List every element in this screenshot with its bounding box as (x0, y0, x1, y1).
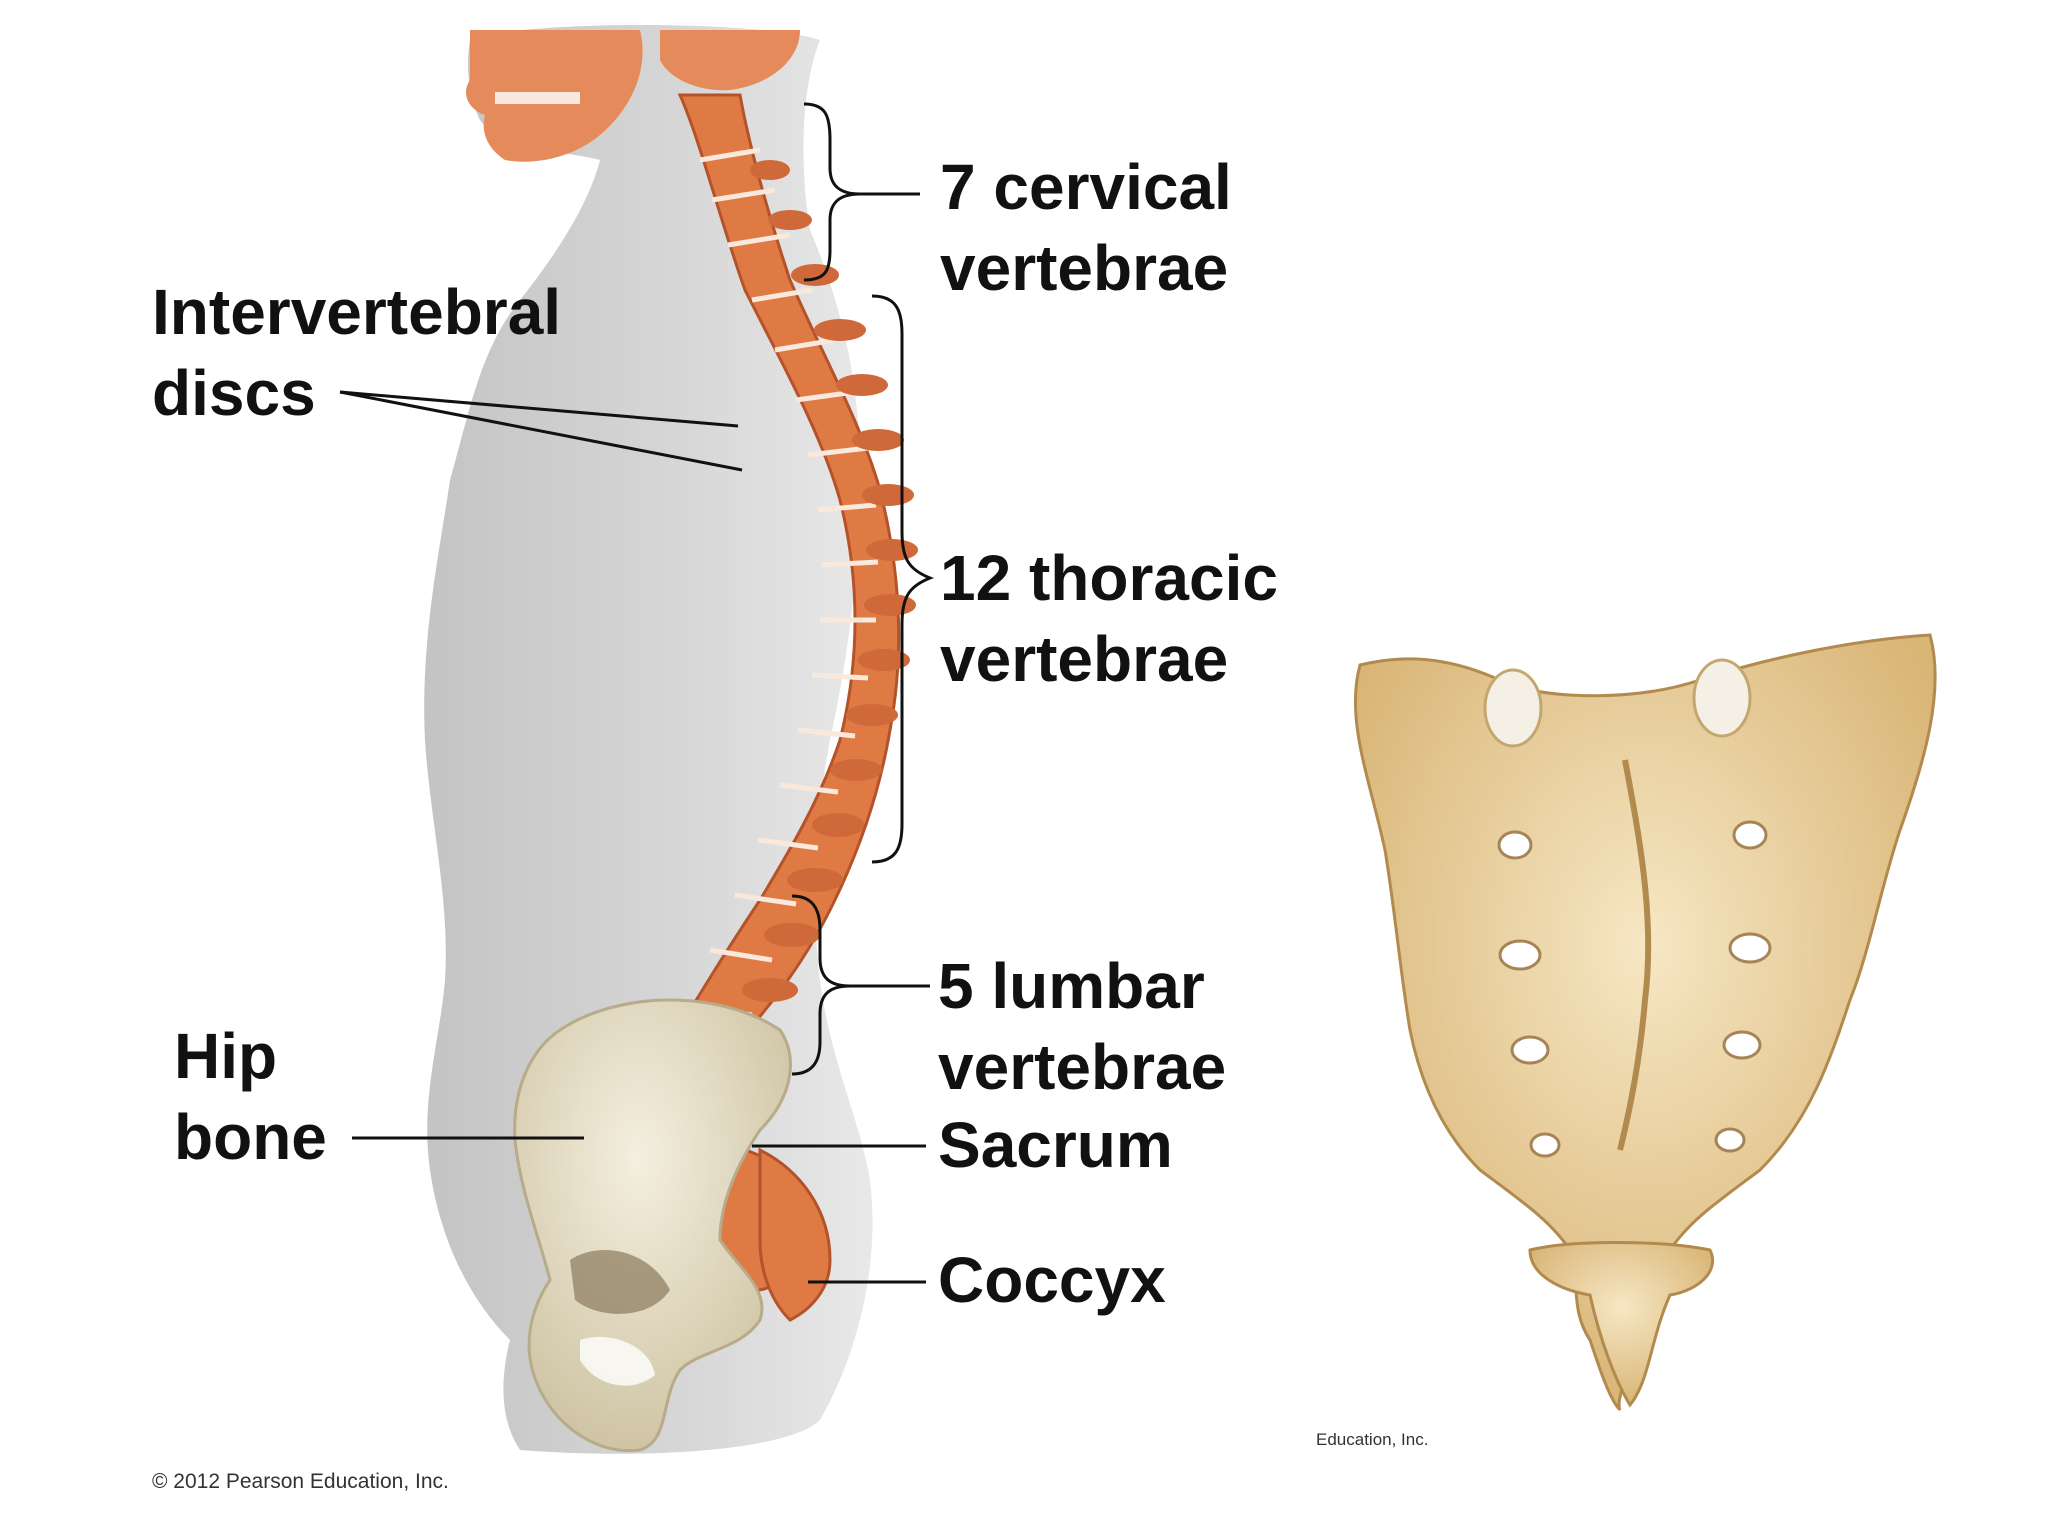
lumbar-label-line-1: 5 lumbar (938, 946, 1226, 1027)
thoracic-label-line-2: vertebrae (940, 619, 1278, 700)
intervertebral-label-line-2: discs (152, 353, 561, 434)
hip-label-line-1: Hip (174, 1016, 327, 1097)
intervertebral-discs-label: Intervertebral discs (152, 272, 561, 434)
cervical-label-line-2: vertebrae (940, 228, 1232, 309)
hip-label-line-2: bone (174, 1097, 327, 1178)
lumbar-vertebrae-label: 5 lumbar vertebrae (938, 946, 1226, 1108)
sacrum-posterior-view (1355, 635, 1935, 1410)
thoracic-vertebrae-label: 12 thoracic vertebrae (940, 538, 1278, 700)
intervertebral-label-line-1: Intervertebral (152, 272, 561, 353)
thoracic-label-line-1: 12 thoracic (940, 538, 1278, 619)
copyright-credit: © 2012 Pearson Education, Inc. (152, 1470, 449, 1494)
sacrum-label: Sacrum (938, 1105, 1173, 1186)
hip-bone-label: Hip bone (174, 1016, 327, 1178)
coccyx-label: Coccyx (938, 1240, 1166, 1321)
lumbar-label-line-2: vertebrae (938, 1027, 1226, 1108)
secondary-credit: Education, Inc. (1316, 1430, 1428, 1450)
cervical-label-line-1: 7 cervical (940, 147, 1232, 228)
cervical-vertebrae-label: 7 cervical vertebrae (940, 147, 1232, 309)
